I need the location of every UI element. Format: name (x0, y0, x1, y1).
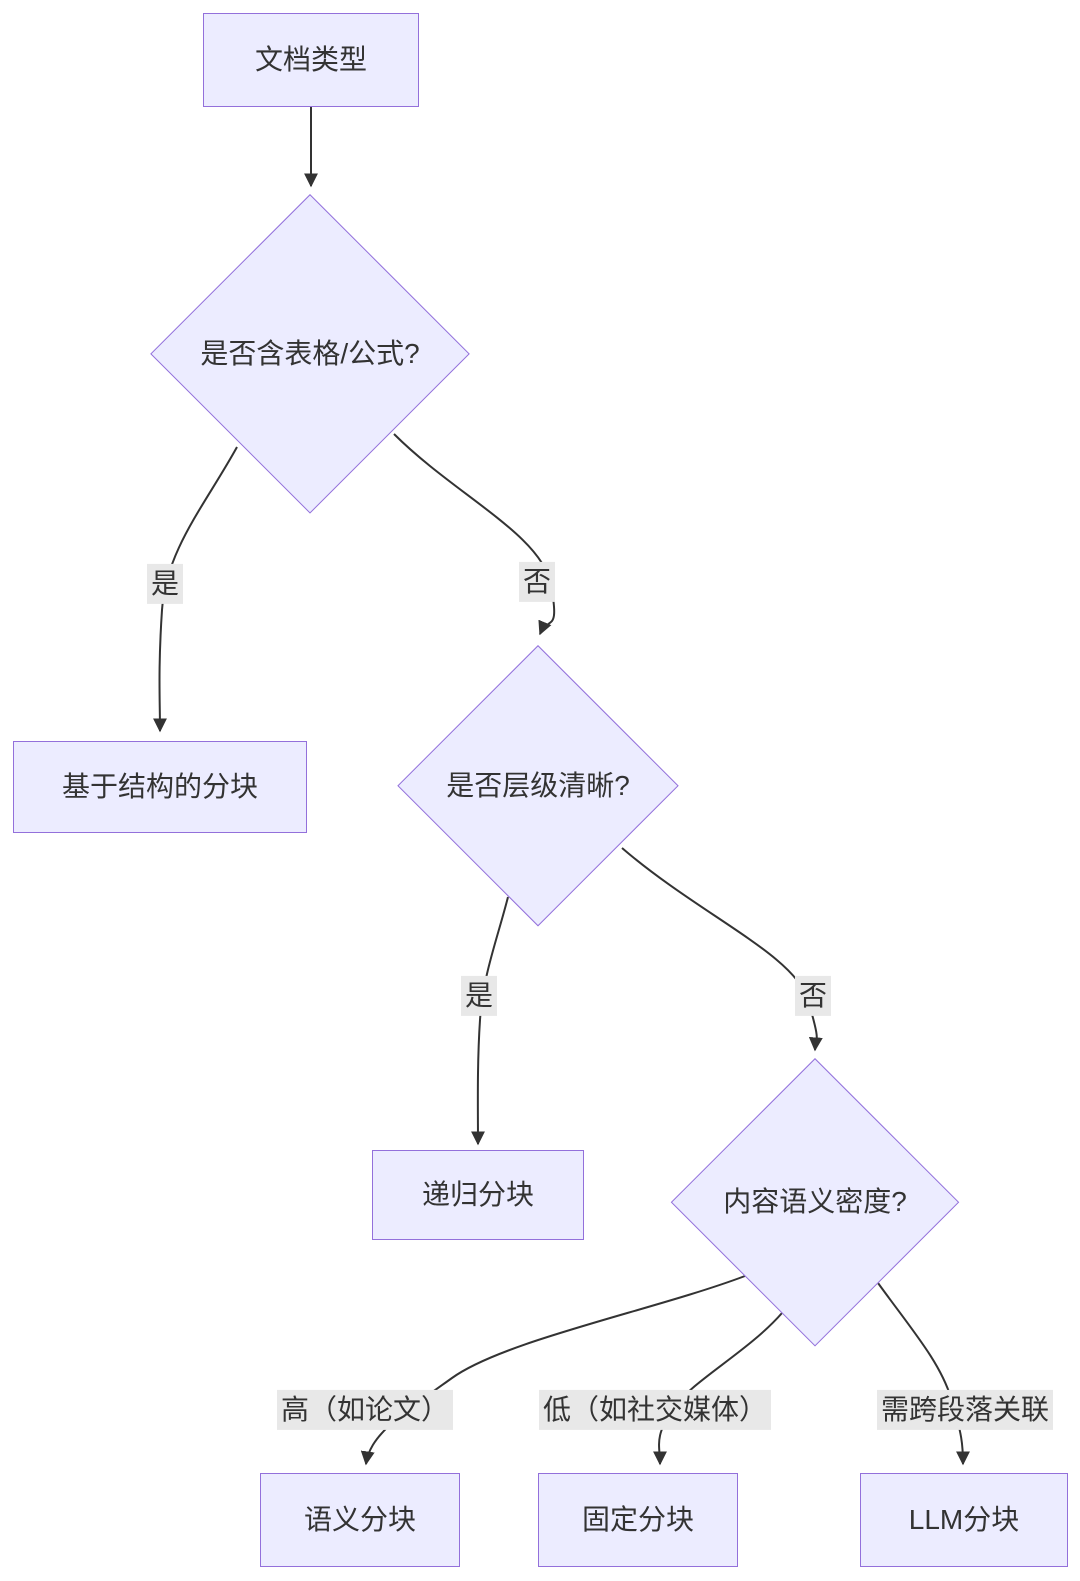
node-doc-type-label: 文档类型 (254, 43, 367, 75)
node-structure-chunking: 基于结构的分块 (13, 741, 307, 833)
node-recursive-chunking-label: 递归分块 (421, 1178, 534, 1210)
node-structure-chunking-label: 基于结构的分块 (61, 770, 258, 802)
edge-label-no-1: 否 (518, 561, 556, 603)
node-semantic-chunking: 语义分块 (260, 1473, 460, 1567)
edge-label-no-2: 否 (794, 975, 832, 1017)
edge-label-cross-paragraph: 需跨段落关联 (876, 1389, 1054, 1431)
node-doc-type: 文档类型 (203, 13, 419, 107)
node-llm-chunking-label: LLM分块 (908, 1503, 1020, 1535)
node-fixed-chunking-label: 固定分块 (581, 1503, 694, 1535)
edge-label-yes-2: 是 (460, 975, 498, 1017)
node-has-table-formula: 是否含表格/公式? (150, 194, 470, 514)
edge-clear-hierarchy-yes-to-recursive (470, 896, 509, 1146)
node-has-table-formula-label: 是否含表格/公式? (200, 337, 420, 369)
node-llm-chunking: LLM分块 (860, 1473, 1068, 1567)
node-recursive-chunking: 递归分块 (372, 1150, 584, 1240)
edge-semantic-density-high-to-semantic (360, 1275, 746, 1466)
edge-label-yes-1: 是 (146, 563, 184, 605)
node-clear-hierarchy-label: 是否层级清晰? (446, 769, 630, 801)
edge-label-high-papers: 高（如论文） (276, 1389, 454, 1431)
node-fixed-chunking: 固定分块 (538, 1473, 738, 1567)
node-clear-hierarchy: 是否层级清晰? (397, 645, 679, 927)
node-semantic-chunking-label: 语义分块 (303, 1503, 416, 1535)
node-semantic-density-label: 内容语义密度? (723, 1185, 907, 1217)
edge-has-table-formula-yes-to-structure (152, 446, 238, 733)
edge-label-low-social-media: 低（如社交媒体） (538, 1389, 772, 1431)
node-semantic-density: 内容语义密度? (671, 1058, 959, 1346)
